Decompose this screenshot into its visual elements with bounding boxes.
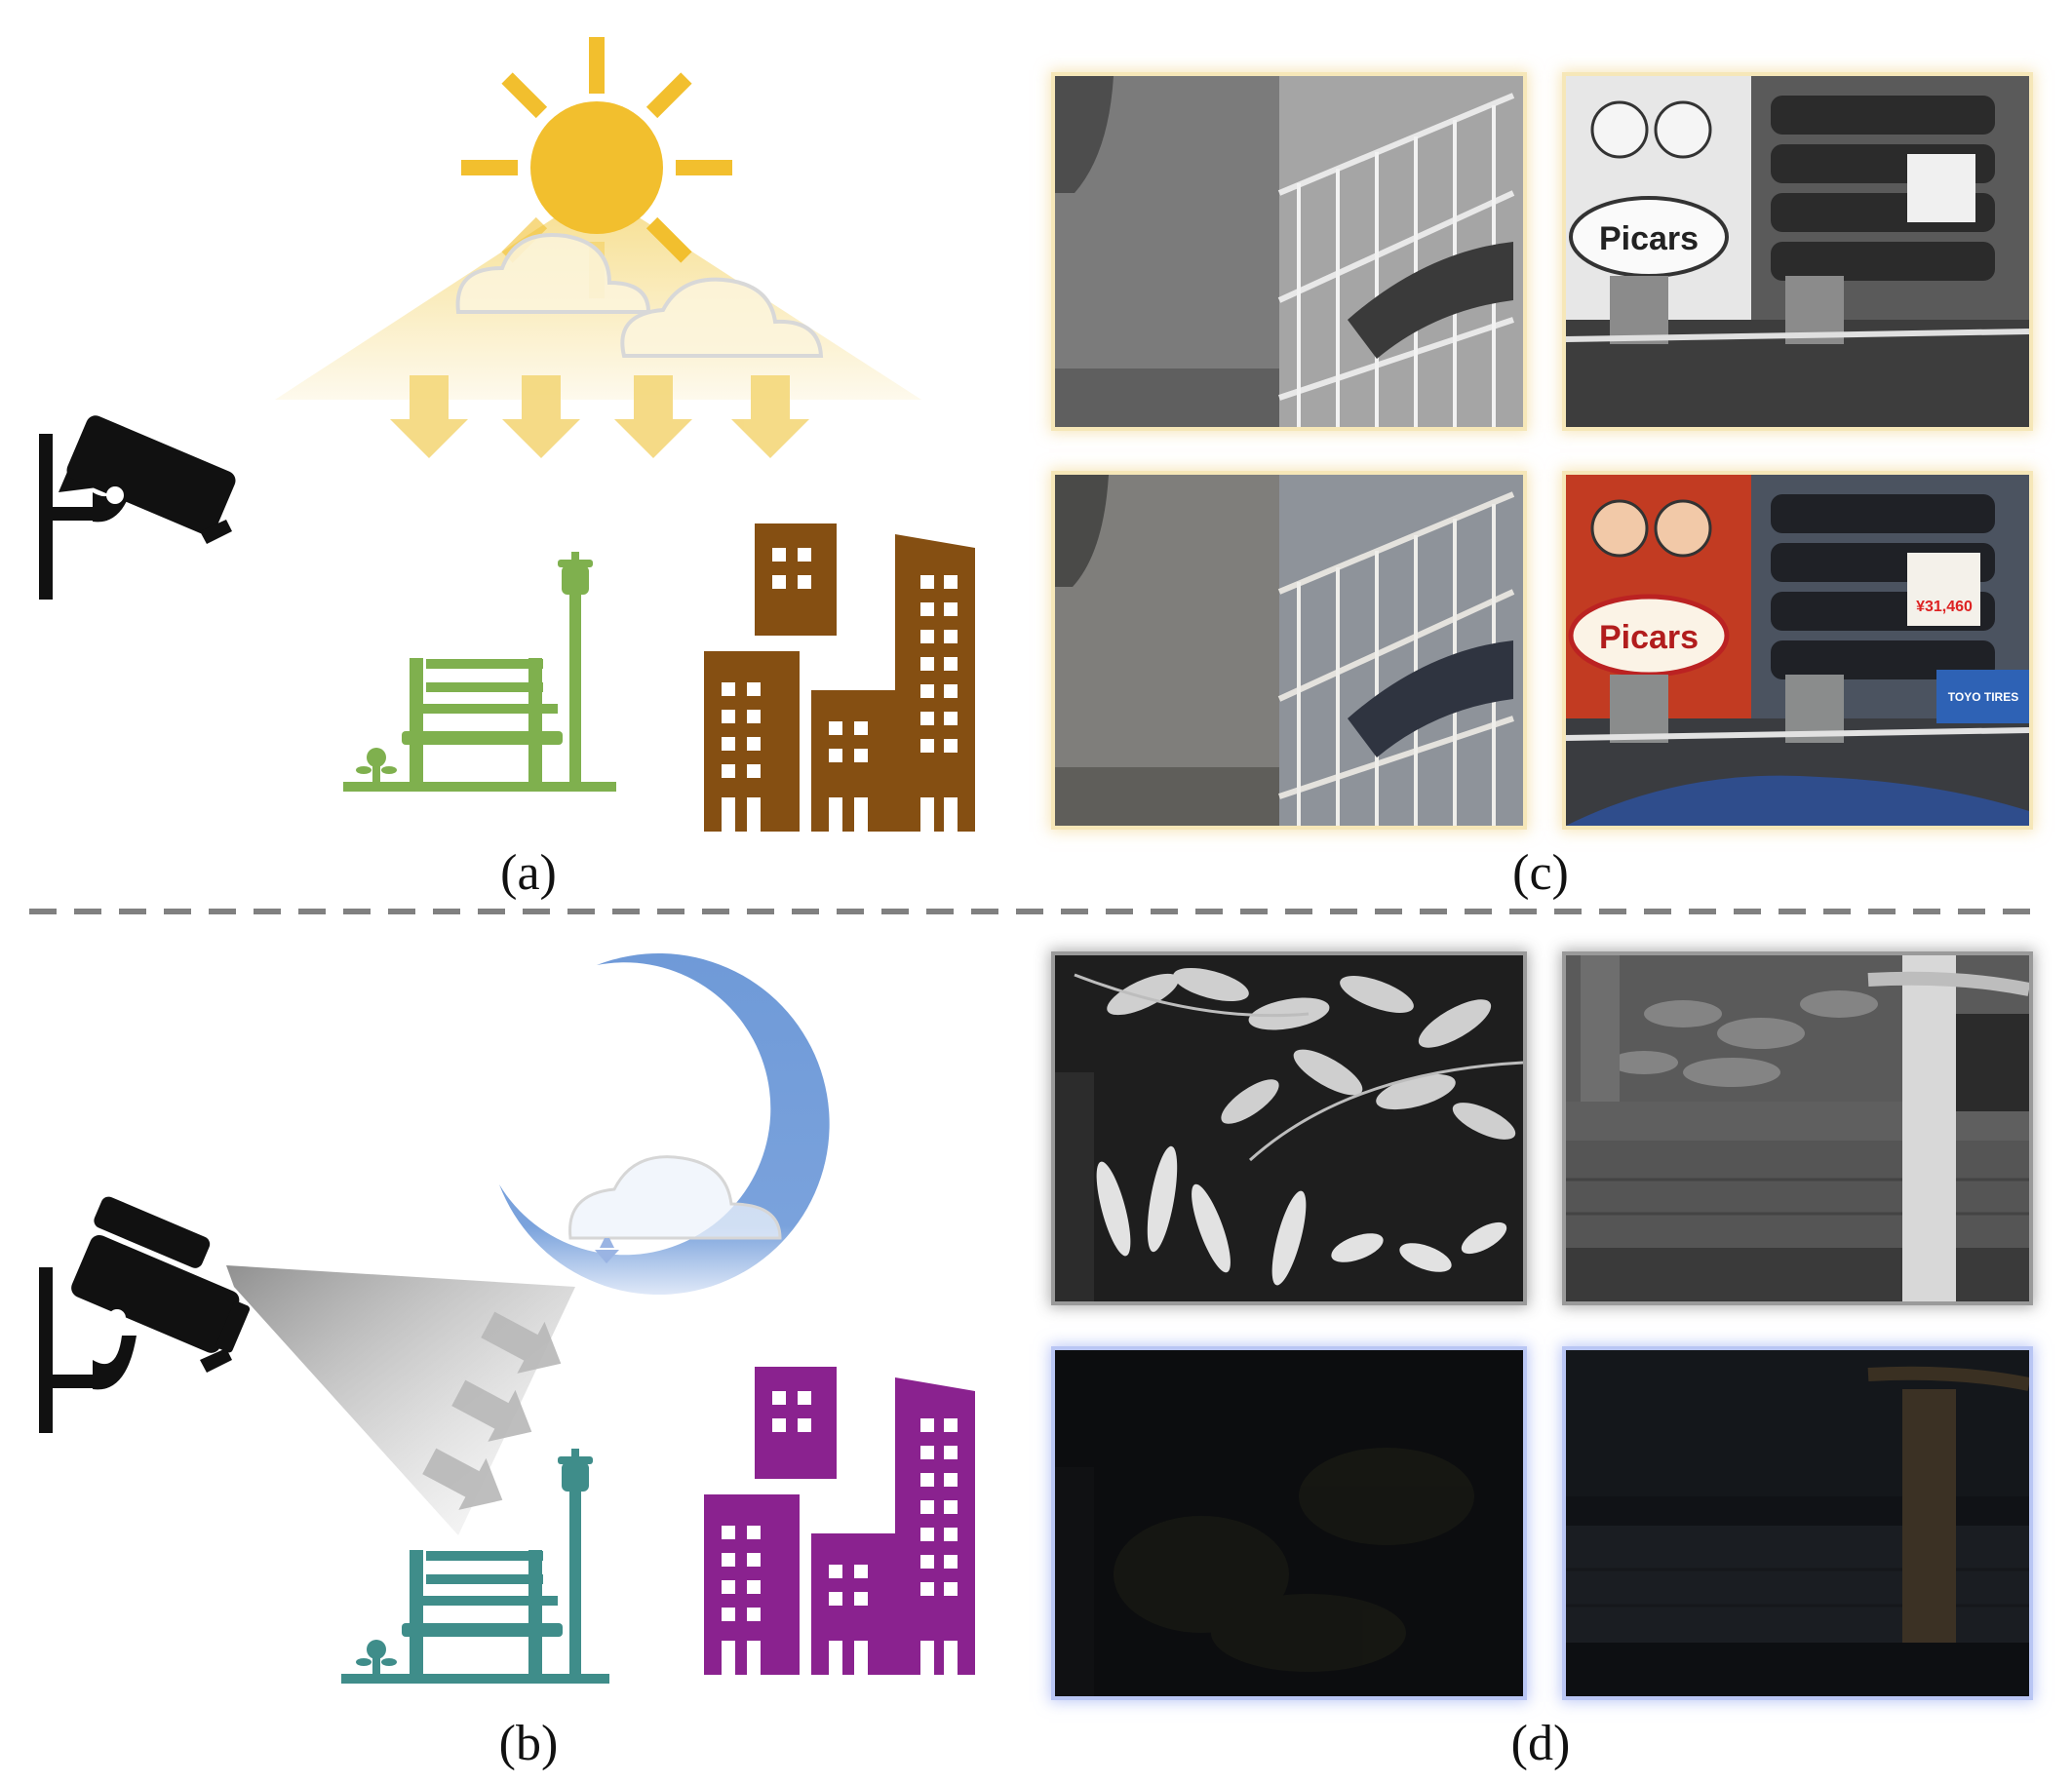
- city-buildings-icon: [704, 1367, 975, 1675]
- security-camera-icon: [39, 415, 236, 600]
- caption-c: (c): [1512, 845, 1569, 901]
- ir-beam: [226, 1265, 575, 1535]
- cloud-icon: [568, 1155, 782, 1263]
- day-grayscale-tires-photo: Picars: [1566, 76, 2029, 427]
- caption-b: (b): [498, 1716, 559, 1771]
- caption-d: (d): [1510, 1716, 1571, 1771]
- park-bench-lamp-icon: [343, 552, 616, 792]
- tire-brand-text: TOYO TIRES: [1948, 690, 2018, 704]
- day-color-tires-photo: Picars ¥31,460 TOYO TIRES: [1566, 475, 2029, 826]
- park-bench-lamp-icon: [341, 1449, 609, 1684]
- night-ir-plants-photo: [1055, 955, 1523, 1301]
- night-rgb-wall-photo: [1566, 1350, 2029, 1696]
- security-camera-ir-icon: [39, 1196, 251, 1433]
- night-rgb-plants-photo: [1055, 1350, 1523, 1696]
- day-color-stairs-photo: [1055, 475, 1523, 826]
- day-grayscale-stairs-photo: [1055, 76, 1523, 427]
- night-ir-wall-photo: [1566, 955, 2029, 1301]
- store-logo-text: Picars: [1599, 220, 1699, 257]
- crescent-moon-icon: [499, 953, 830, 1296]
- store-logo-text: Picars: [1599, 619, 1699, 656]
- price-tag-text: ¥31,460: [1916, 599, 1973, 615]
- cloud-icon: [455, 233, 824, 358]
- caption-a: (a): [500, 845, 557, 901]
- city-buildings-icon: [704, 523, 975, 832]
